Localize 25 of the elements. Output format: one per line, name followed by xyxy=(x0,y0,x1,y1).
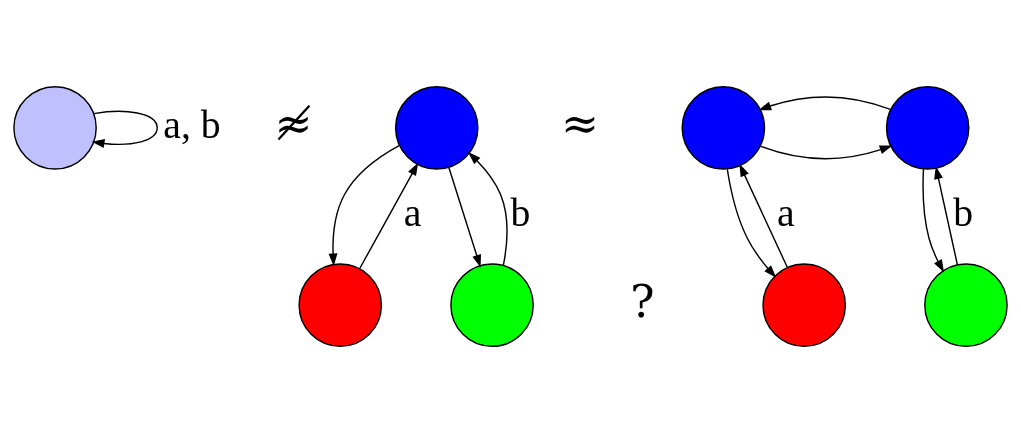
edge-label: b xyxy=(953,190,974,235)
node-circle xyxy=(298,262,383,347)
node-circle xyxy=(681,85,766,170)
edge-label: b xyxy=(510,190,531,235)
edge-label: a xyxy=(403,190,422,235)
label: ≈ xyxy=(561,96,600,150)
label: ≉ xyxy=(274,96,313,150)
arrow xyxy=(468,151,508,266)
arrow xyxy=(739,163,788,268)
node-circle xyxy=(924,262,1008,347)
arrow xyxy=(91,110,158,148)
node-circle xyxy=(13,85,97,170)
arrow xyxy=(359,162,419,269)
arrow xyxy=(328,144,400,266)
arrow xyxy=(448,166,481,268)
edge-label: a xyxy=(776,190,795,235)
arrow xyxy=(759,144,893,159)
arrow xyxy=(758,95,892,110)
arrow xyxy=(726,168,777,278)
edge-label: a, b xyxy=(163,102,221,147)
label: ? xyxy=(630,274,655,328)
arrow xyxy=(934,165,959,265)
arrow xyxy=(922,167,944,272)
node-circle xyxy=(450,262,534,347)
node-circle xyxy=(885,85,970,170)
